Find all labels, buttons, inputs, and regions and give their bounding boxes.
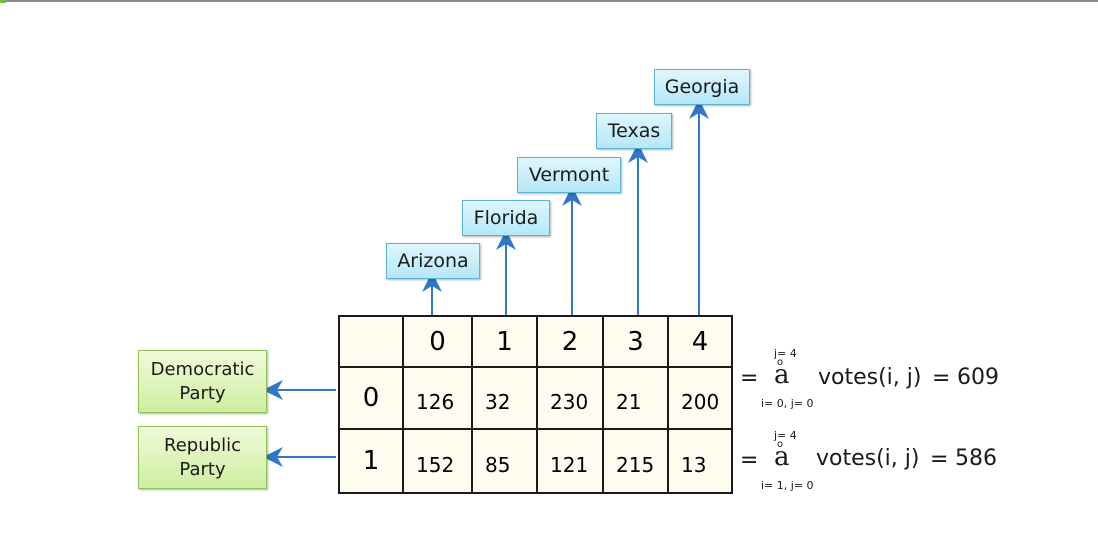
party-box-democratic: Democratic Party [138,350,267,413]
formula1-lower-limit: i= 1, j= 0 [761,479,814,492]
formula0-equals: = [740,366,759,391]
table-cell: 13 [667,428,733,494]
col-index-4: 4 [667,315,733,368]
table-row: 1 152 85 121 215 13 [338,428,733,494]
formula0-expression: votes(i, j) [818,365,922,390]
state-box-texas: Texas [596,113,672,149]
formula1-upper-limit: j= 4 [774,429,797,442]
top-accent-mark [0,0,6,3]
state-box-florida: Florida [462,200,550,236]
party-box-republic: Republic Party [138,426,267,489]
state-box-vermont: Vermont [517,157,621,193]
formula1-total: 586 [955,446,997,471]
formula1-sum-symbol: a [774,442,790,472]
formula0-sum-symbol: a [774,360,790,390]
votes-table: 0 1 2 3 4 0 126 32 230 21 200 1 152 85 1… [338,315,733,494]
col-index-3: 3 [602,315,669,368]
table-cell: 230 [536,366,604,430]
table-cell: 126 [402,366,473,430]
table-header-row: 0 1 2 3 4 [338,315,733,368]
formula1-equals: = [740,448,759,473]
table-cell: 85 [471,428,538,494]
formula1-expression: votes(i, j) [816,446,920,471]
table-cell: 200 [667,366,733,430]
state-box-georgia: Georgia [654,69,750,105]
formula1-ring: o [777,439,784,450]
table-row: 0 126 32 230 21 200 [338,366,733,430]
table-cell: 121 [536,428,604,494]
col-index-2: 2 [536,315,604,368]
col-index-0: 0 [402,315,473,368]
table-cell: 215 [602,428,669,494]
formula0-upper-limit: j= 4 [774,347,797,360]
party-republic-line1: Republic [164,434,241,456]
formula1-equals2: = [930,447,949,472]
table-cell: 21 [602,366,669,430]
table-corner-cell [338,315,404,368]
table-cell: 32 [471,366,538,430]
formula0-ring: o [777,357,784,368]
party-democratic-line1: Democratic [150,358,255,380]
formula0-total: 609 [957,365,999,390]
party-democratic-line2: Party [179,382,226,404]
table-cell: 152 [402,428,473,494]
party-republic-line2: Party [179,458,226,480]
formula0-lower-limit: i= 0, j= 0 [761,397,814,410]
row-index-1: 1 [338,428,404,494]
row-index-0: 0 [338,366,404,430]
top-divider [0,0,1098,2]
formula0-equals2: = [932,366,951,391]
col-index-1: 1 [471,315,538,368]
state-box-arizona: Arizona [386,243,480,279]
